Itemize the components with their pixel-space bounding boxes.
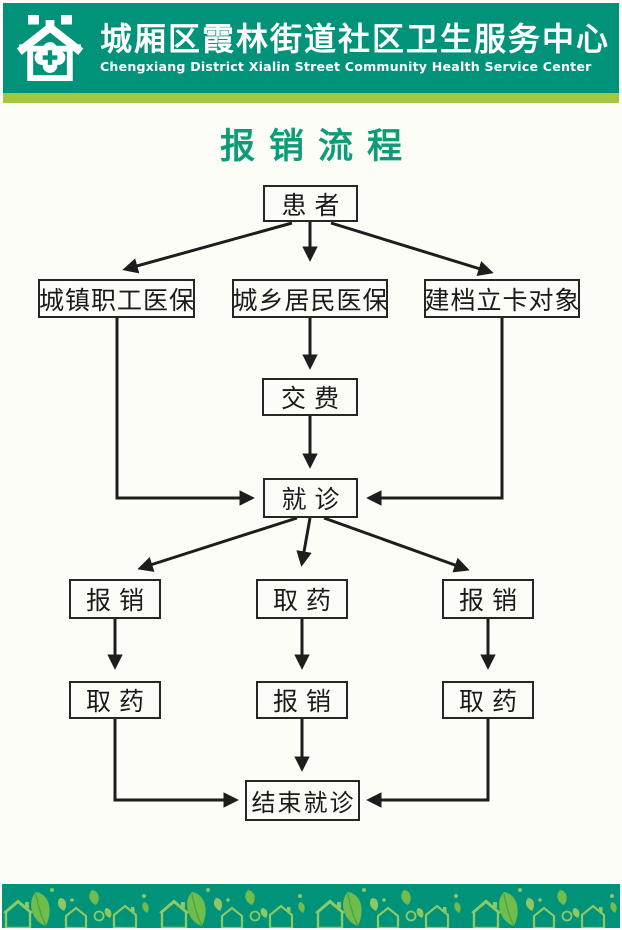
footer-banner bbox=[2, 884, 620, 928]
flow-node-end-visit: 结束就诊 bbox=[245, 780, 360, 821]
org-name-english: Chengxiang District Xialin Street Commun… bbox=[99, 59, 592, 75]
flow-node-urban-rural-resident-insurance: 城乡居民医保 bbox=[232, 279, 388, 318]
flow-node-urban-employee-insurance: 城镇职工医保 bbox=[38, 279, 195, 318]
arrow-employee-insurance-to-visit bbox=[115, 318, 255, 506]
header-accent-stripe bbox=[3, 93, 619, 103]
arrow-patient-to-registered-target bbox=[330, 221, 494, 277]
flow-node-reimburse-left: 报销 bbox=[69, 579, 161, 619]
flow-node-reimburse-center: 报销 bbox=[256, 681, 348, 719]
flow-node-patient: 患者 bbox=[263, 185, 358, 222]
flow-node-get-medicine-left: 取药 bbox=[69, 681, 161, 719]
flow-node-get-medicine-right: 取药 bbox=[442, 681, 534, 719]
arrow-visit-to-reimburse-right bbox=[323, 516, 470, 573]
arrow-medicine-right-to-end bbox=[366, 719, 490, 808]
flow-node-registered-poverty-target: 建档立卡对象 bbox=[424, 279, 580, 318]
header-banner: 城厢区霞林街道社区卫生服务中心 Chengxiang District Xial… bbox=[3, 3, 619, 93]
house-medical-cross-logo-icon bbox=[16, 15, 84, 81]
flow-node-pay-fee: 交费 bbox=[262, 378, 358, 416]
arrow-medicine-left-to-end bbox=[113, 719, 239, 808]
org-name-chinese: 城厢区霞林街道社区卫生服务中心 bbox=[99, 19, 610, 58]
arrow-visit-to-reimburse-left bbox=[137, 516, 298, 572]
flow-node-get-medicine-center: 取药 bbox=[256, 579, 348, 619]
flow-node-reimburse-right: 报销 bbox=[442, 579, 534, 619]
arrow-visit-to-medicine-center bbox=[296, 517, 312, 567]
page-title: 报销流程 bbox=[219, 127, 416, 167]
flow-node-see-doctor: 就诊 bbox=[263, 478, 358, 518]
arrow-registered-target-to-visit bbox=[366, 318, 504, 506]
arrow-patient-to-employee-insurance bbox=[122, 221, 293, 274]
leaf-and-house-doodles-icon bbox=[2, 886, 618, 928]
